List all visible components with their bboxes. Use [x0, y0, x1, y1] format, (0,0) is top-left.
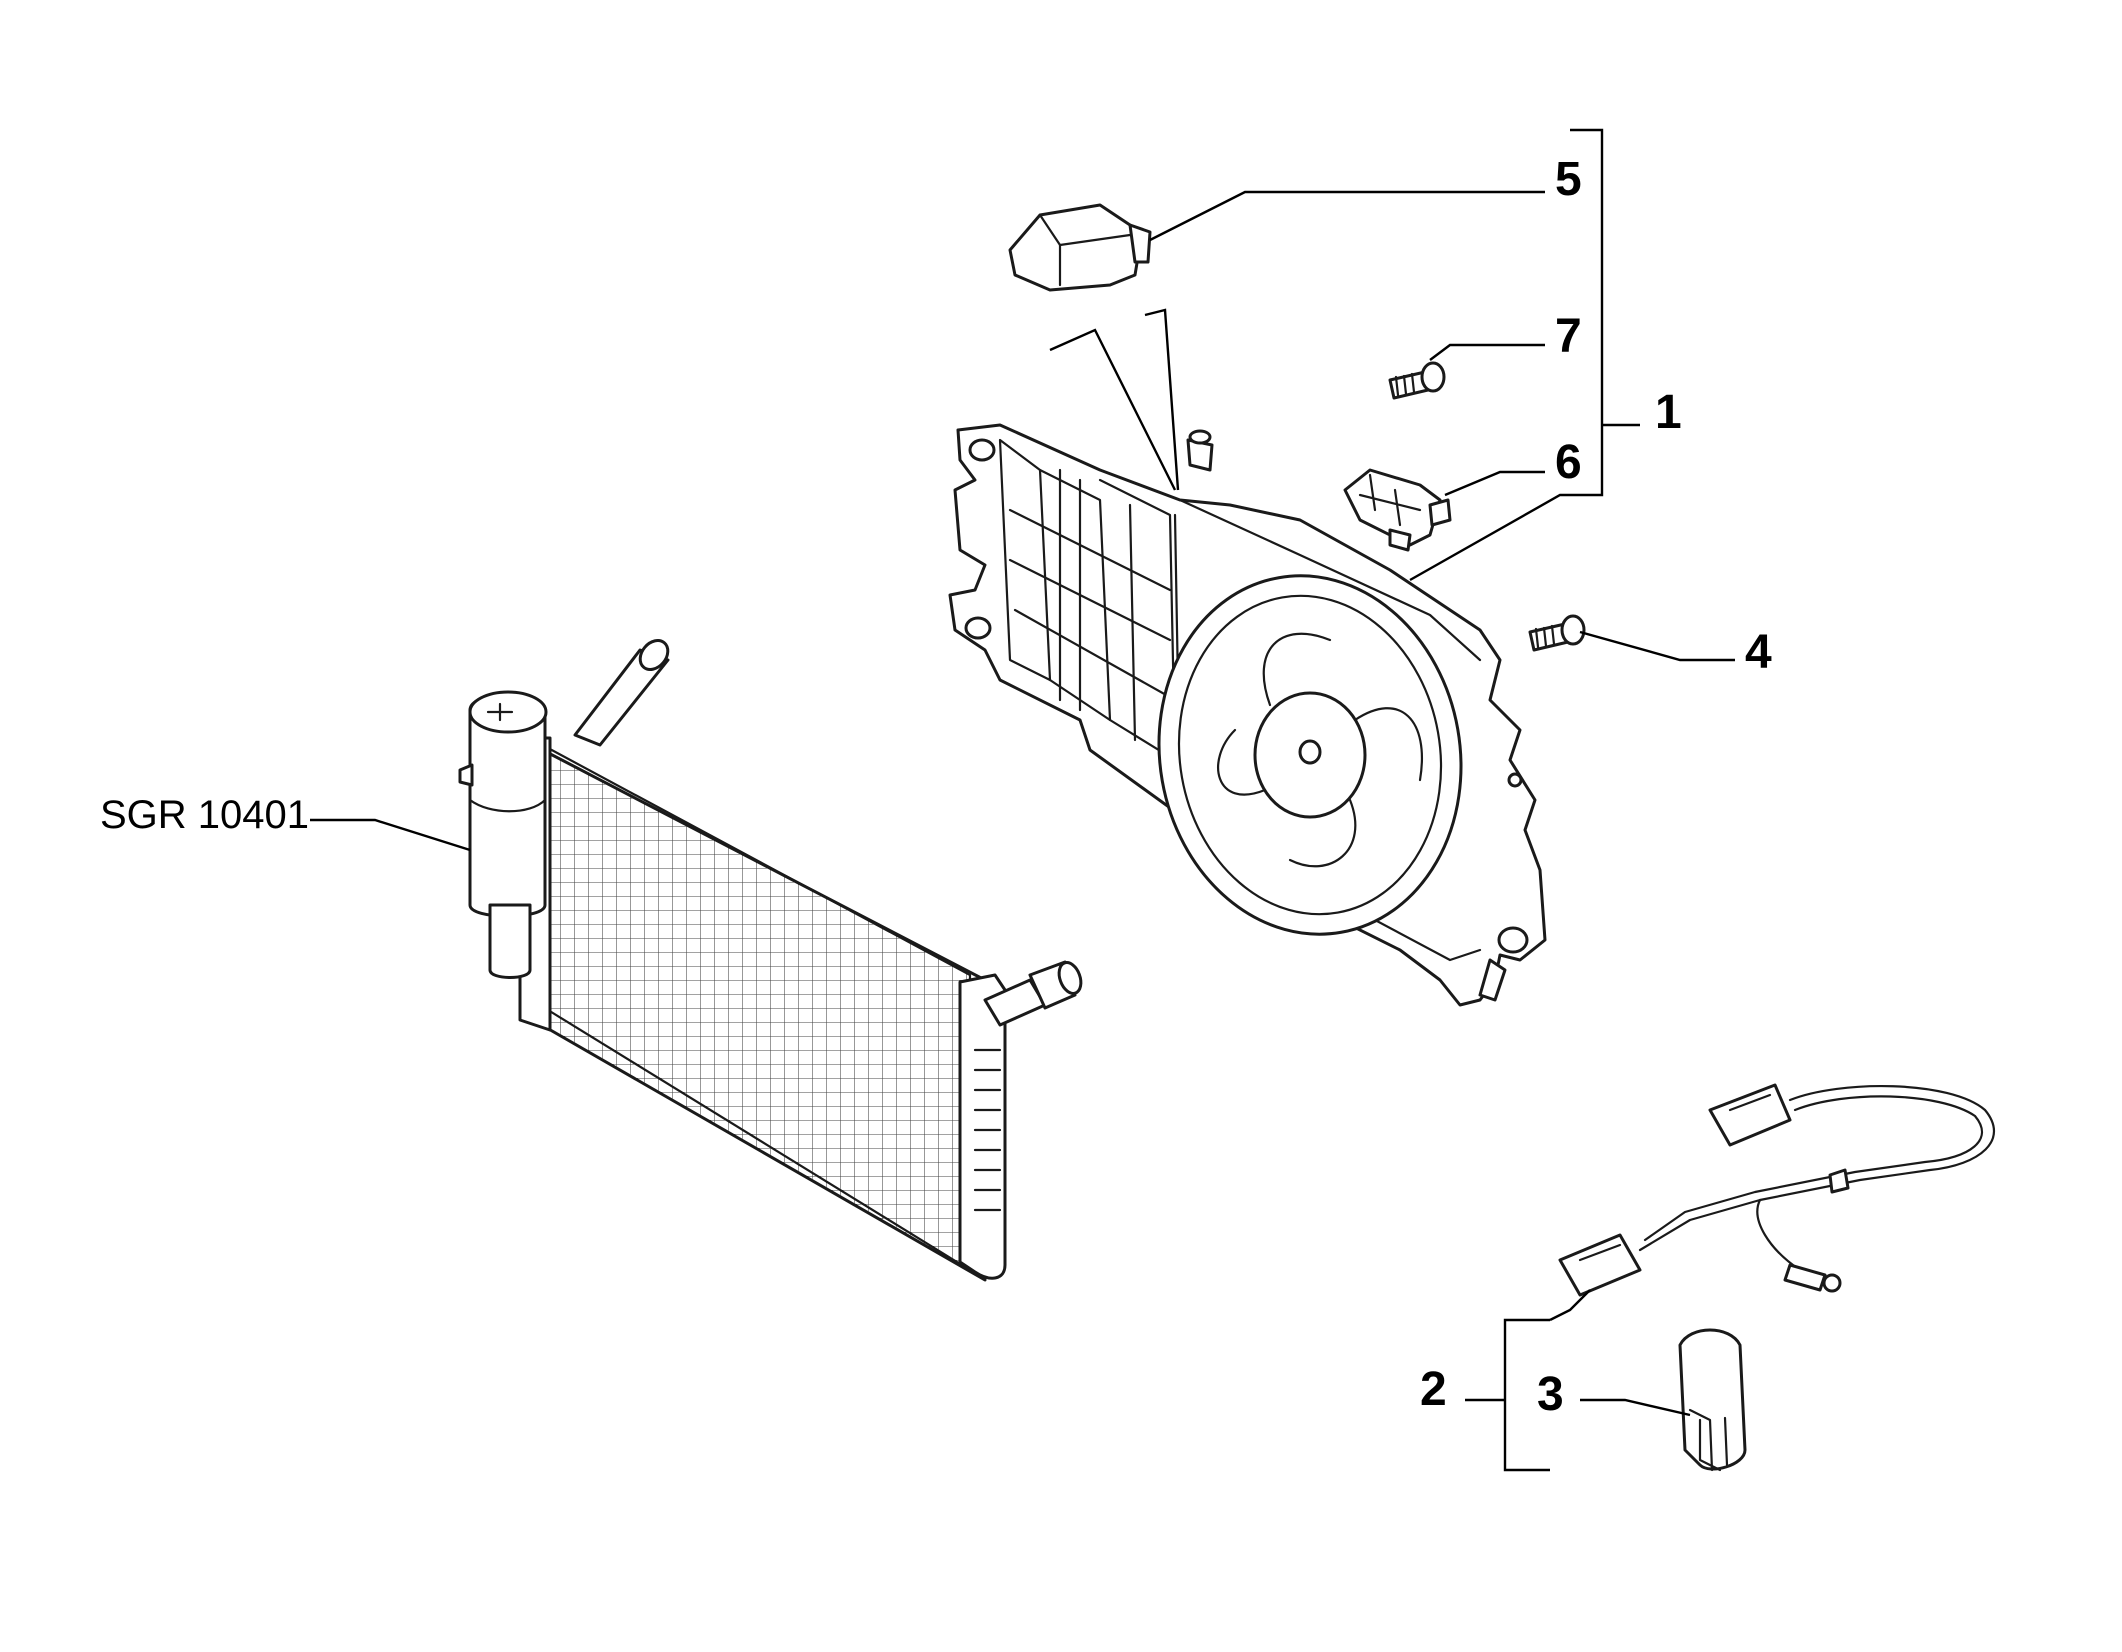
wiring-harness-icon	[1558, 1083, 1996, 1297]
callout-7: 7	[1555, 310, 1582, 363]
radiator-outlet-pipe	[983, 960, 1083, 1027]
callout-2: 2	[1420, 1363, 1447, 1416]
radiator-filler-neck	[573, 639, 670, 747]
callout-5: 5	[1555, 153, 1582, 206]
callout-3: 3	[1537, 1368, 1564, 1421]
expansion-tank-icon	[458, 690, 548, 979]
fan-shroud-icon	[948, 423, 1547, 1007]
callouts: 5 7 1 6 4 2 3 SGR 10401	[100, 153, 1772, 1421]
clip-icon	[1678, 1328, 1747, 1472]
callout-4: 4	[1745, 626, 1772, 679]
screw-icon	[1388, 361, 1446, 400]
screw-icon	[1528, 614, 1586, 652]
radiator-right-tank	[958, 973, 1007, 1280]
callout-1: 1	[1655, 386, 1682, 439]
radiator-core	[518, 736, 987, 1282]
leader-lines	[310, 128, 1735, 1472]
reference-label: SGR 10401	[100, 793, 309, 837]
cover-icon	[1008, 203, 1152, 292]
resistor-icon	[1343, 468, 1452, 552]
radiator-icon	[518, 639, 1083, 1282]
callout-6: 6	[1555, 436, 1582, 489]
fan-icon	[1157, 574, 1463, 936]
